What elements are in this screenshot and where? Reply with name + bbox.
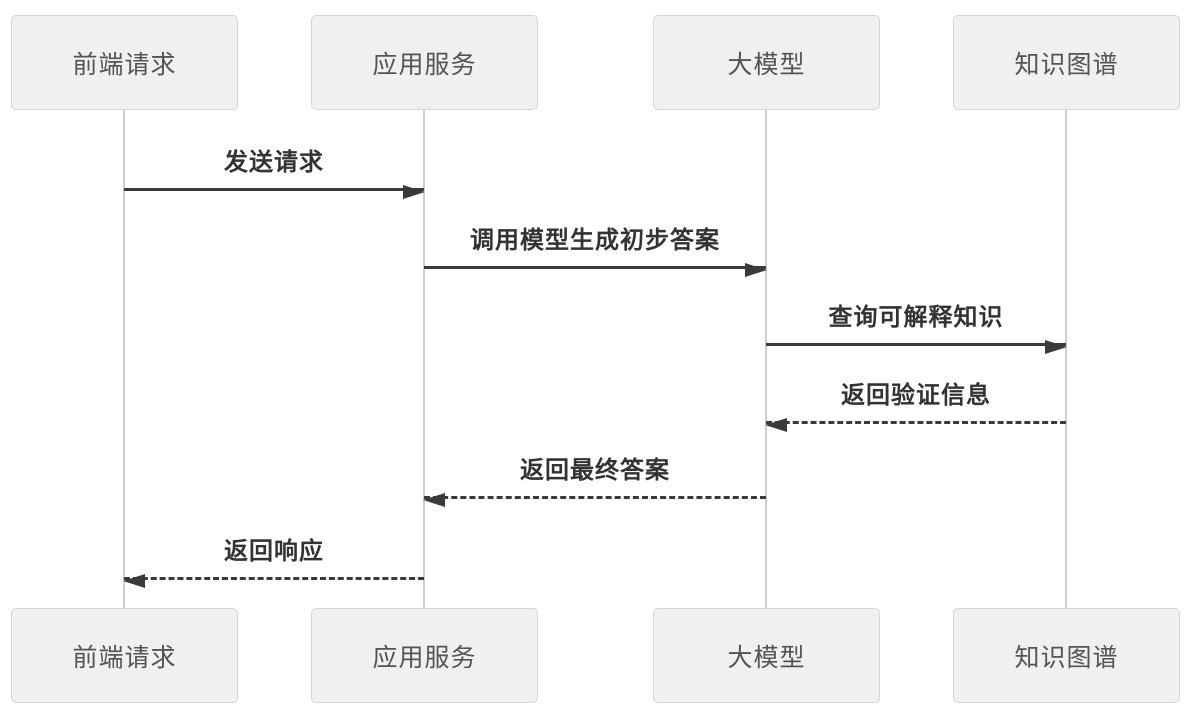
lifeline-llm [765, 110, 767, 608]
actor-frontend-request-top: 前端请求 [11, 15, 238, 110]
message-label: 查询可解释知识 [828, 304, 1004, 331]
actor-app-service-bottom: 应用服务 [311, 608, 538, 703]
actor-label: 应用服务 [372, 643, 477, 672]
message-return-verification-info: 返回验证信息 [765, 379, 1066, 432]
actor-knowledge-graph-bottom: 知识图谱 [953, 608, 1180, 703]
arrowhead-right-icon [745, 263, 767, 277]
actor-llm-bottom: 大模型 [653, 608, 880, 703]
message-line [766, 340, 1067, 354]
actor-label: 前端请求 [72, 50, 177, 79]
lifeline-app-service [423, 110, 425, 608]
actor-label: 大模型 [727, 50, 806, 79]
message-line [124, 185, 425, 199]
message-label: 返回响应 [224, 538, 324, 565]
lifeline-knowledge-graph [1065, 110, 1067, 608]
message-label: 返回验证信息 [841, 382, 991, 409]
arrowhead-left-icon [765, 418, 787, 432]
lifeline-frontend-request [123, 110, 125, 608]
message-return-final-answer: 返回最终答案 [423, 454, 766, 507]
actor-label: 前端请求 [72, 643, 177, 672]
actor-app-service-top: 应用服务 [311, 15, 538, 110]
message-query-explainable-knowledge: 查询可解释知识 [766, 301, 1067, 354]
arrowhead-left-icon [423, 493, 445, 507]
actor-label: 知识图谱 [1014, 643, 1119, 672]
message-line [424, 263, 767, 277]
actor-label: 大模型 [727, 643, 806, 672]
actor-label: 应用服务 [372, 50, 477, 79]
message-line [423, 493, 766, 507]
arrowhead-left-icon [123, 574, 145, 588]
message-label: 返回最终答案 [520, 457, 670, 484]
message-label: 调用模型生成初步答案 [470, 227, 720, 254]
arrowhead-right-icon [403, 185, 425, 199]
arrowhead-right-icon [1045, 340, 1067, 354]
message-return-response: 返回响应 [123, 535, 424, 588]
message-send-request: 发送请求 [124, 146, 425, 199]
actor-llm-top: 大模型 [653, 15, 880, 110]
message-line [123, 574, 424, 588]
message-call-model-generate-answer: 调用模型生成初步答案 [424, 224, 767, 277]
actor-knowledge-graph-top: 知识图谱 [953, 15, 1180, 110]
message-label: 发送请求 [224, 149, 324, 176]
message-line [765, 418, 1066, 432]
actor-frontend-request-bottom: 前端请求 [11, 608, 238, 703]
actor-label: 知识图谱 [1014, 50, 1119, 79]
